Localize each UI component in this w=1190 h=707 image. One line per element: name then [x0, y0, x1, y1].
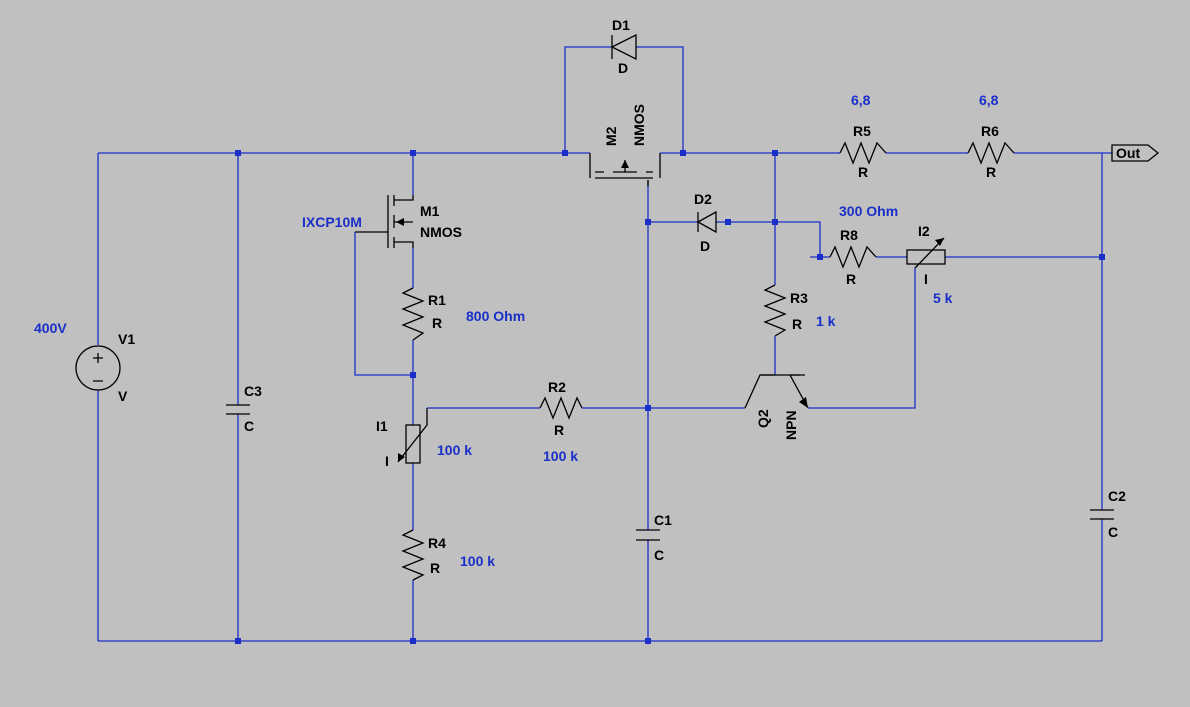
r8-symbol — [829, 245, 877, 269]
r3-name: R3 — [790, 290, 808, 306]
r1-value: 800 Ohm — [466, 308, 525, 324]
v1-name: V1 — [118, 331, 135, 347]
d2-name: D2 — [694, 191, 712, 207]
junction-dot — [680, 150, 686, 156]
wire-d1-left — [564, 46, 612, 153]
r4-name: R4 — [428, 535, 446, 551]
c1-symbol — [636, 529, 660, 541]
i2-value: 5 k — [933, 290, 953, 306]
r8-type: R — [846, 271, 856, 287]
r1-type: R — [432, 315, 442, 331]
r4-type: R — [430, 560, 440, 576]
r6-type: R — [986, 164, 996, 180]
junction-dot — [817, 254, 823, 260]
q2-name: Q2 — [755, 409, 771, 428]
out-port-label: Out — [1116, 145, 1140, 161]
wire-d1-right — [636, 46, 684, 153]
r5-symbol — [839, 141, 887, 165]
r1-name: R1 — [428, 292, 446, 308]
junction-dot — [725, 219, 731, 225]
c2-symbol — [1090, 509, 1114, 520]
c3-name: C3 — [244, 383, 262, 399]
r3-symbol — [763, 284, 787, 337]
m1-value: IXCP10M — [302, 214, 362, 230]
m1-name: M1 — [420, 203, 440, 219]
v1-symbol — [75, 345, 121, 391]
r8-value: 300 Ohm — [839, 203, 898, 219]
junction-dot — [235, 638, 241, 644]
junction-dot — [645, 638, 651, 644]
r4-symbol — [401, 529, 425, 581]
v1-type: V — [118, 388, 128, 404]
r2-value: 100 k — [543, 448, 578, 464]
junction-dot — [772, 150, 778, 156]
r2-symbol — [539, 396, 583, 420]
c1-name: C1 — [654, 512, 672, 528]
q2-type: NPN — [783, 410, 799, 440]
m2-type: NMOS — [631, 104, 647, 146]
d2-symbol — [696, 210, 717, 234]
i2-symbol — [906, 237, 946, 269]
r6-name: R6 — [981, 123, 999, 139]
c3-type: C — [244, 418, 254, 434]
wire-d2-anode-r8 — [716, 221, 821, 257]
r5-type: R — [858, 164, 868, 180]
labels: 400V V1 V C3 C IXCP10M M1 NMOS R1 R 800 … — [34, 17, 1126, 576]
junction-dot — [410, 638, 416, 644]
d2-type: D — [700, 238, 710, 254]
r4-value: 100 k — [460, 553, 495, 569]
c3-symbol — [226, 404, 250, 415]
m2-name: M2 — [603, 126, 619, 146]
junction-dot — [562, 150, 568, 156]
i1-symbol — [397, 408, 428, 464]
i1-type: I — [385, 453, 389, 469]
junction-dot — [235, 150, 241, 156]
r2-type: R — [554, 422, 564, 438]
r3-value: 1 k — [816, 313, 836, 329]
r6-value: 6,8 — [979, 92, 999, 108]
d1-type: D — [618, 60, 628, 76]
m1-type: NMOS — [420, 224, 462, 240]
junctions — [235, 150, 1105, 644]
m2-symbol — [589, 153, 661, 186]
c2-name: C2 — [1108, 488, 1126, 504]
d1-name: D1 — [612, 17, 630, 33]
i1-name: I1 — [376, 418, 388, 434]
q2-symbol — [744, 374, 809, 409]
r2-name: R2 — [548, 379, 566, 395]
r5-value: 6,8 — [851, 92, 871, 108]
m1-symbol — [355, 195, 414, 248]
junction-dot — [410, 372, 416, 378]
wire-m1-gate — [354, 232, 413, 376]
junction-dot — [645, 219, 651, 225]
wire-i2-wiper-q2 — [808, 268, 916, 409]
junction-dot — [772, 219, 778, 225]
junction-dot — [410, 150, 416, 156]
junction-dot — [645, 405, 651, 411]
r5-name: R5 — [853, 123, 871, 139]
junction-dot — [1099, 254, 1105, 260]
i1-value: 100 k — [437, 442, 472, 458]
d1-symbol — [610, 33, 637, 61]
v1-value: 400V — [34, 320, 67, 336]
i2-name: I2 — [918, 223, 930, 239]
c2-type: C — [1108, 524, 1118, 540]
r8-name: R8 — [840, 227, 858, 243]
r1-symbol — [401, 287, 425, 341]
out-port: Out — [1111, 144, 1160, 162]
i2-type: I — [924, 271, 928, 287]
c1-type: C — [654, 547, 664, 563]
r6-symbol — [967, 141, 1015, 165]
r3-type: R — [792, 316, 802, 332]
